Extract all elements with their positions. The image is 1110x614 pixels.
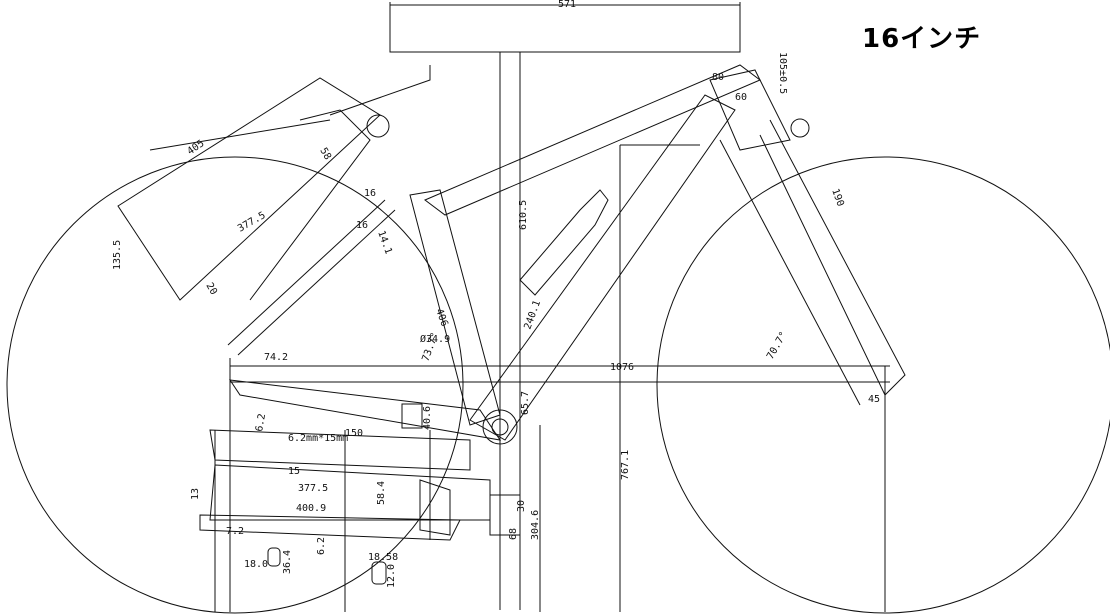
head-tube (709, 69, 791, 151)
dim-stay-150: 150 (345, 428, 363, 439)
dim-head-80: 80 (712, 72, 724, 83)
dim-stay-62b: 6.2 (316, 537, 327, 555)
dim-bb-767: 767.1 (620, 450, 631, 480)
dim-seat-dia: Ø34.9 (420, 333, 450, 345)
dim-seat-tube-14: 14.1 (375, 229, 394, 255)
dim-bb-65: 65.7 (520, 391, 531, 415)
seat-tube (409, 189, 501, 426)
dim-rack-16a: 16 (364, 188, 376, 199)
dim-head-tol: 105±0.5 (777, 52, 788, 94)
dim-seat-tube-406: 406 (433, 307, 450, 328)
dim-rack-135: 135.5 (112, 240, 123, 270)
down-tube (469, 94, 736, 441)
dim-stay-30: 30 (516, 500, 527, 512)
dim-seat-610: 610.5 (518, 200, 529, 230)
dim-stay-62: 6.2 (254, 413, 268, 433)
dim-stay-7: 7.2 (226, 526, 244, 537)
chain-stay (228, 379, 502, 441)
dim-small-12: 12.0 (386, 564, 397, 588)
dim-stay-304: 304.6 (530, 510, 541, 540)
dim-stay-400: 400.9 (296, 503, 326, 514)
dim-rack-58: 58 (317, 146, 333, 162)
dim-head-angle: 70.7° (765, 330, 790, 362)
dim-small-185: 18.58 (368, 552, 398, 563)
dim-small-18: 18.0 (244, 559, 268, 570)
dim-small-36: 36.4 (282, 550, 293, 574)
dim-stay-15: 15 (288, 466, 300, 477)
top-tube (424, 64, 761, 216)
rear-wheel (6, 156, 464, 614)
fork (759, 119, 906, 396)
dim-down-240: 240.1 (522, 299, 543, 331)
dim-stay-377: 377.5 (298, 483, 328, 494)
dim-rack-20: 20 (203, 281, 219, 297)
water-bottle (519, 189, 609, 296)
stay-detail (209, 429, 471, 471)
dim-rack-377: 377.5 (236, 210, 268, 235)
dim-stay-58: 58.4 (376, 481, 387, 505)
dim-chain-74: 74.2 (264, 352, 288, 363)
dim-slot: 6.2mm*15mm (288, 433, 348, 444)
front-wheel (656, 156, 1110, 614)
dim-fork-190: 190 (829, 187, 846, 208)
top-dimension-box (389, 2, 741, 53)
bottom-bracket (482, 409, 518, 445)
dim-stay-13: 13 (190, 488, 201, 500)
dim-rack-16b: 16 (356, 220, 368, 231)
dim-wheelbase: 1076 (610, 362, 634, 373)
dim-stay-68: 68 (508, 528, 519, 540)
dim-fork-45: 45 (868, 394, 880, 405)
dim-top-length: 571 (558, 0, 576, 10)
frame-size-title: 16インチ (862, 24, 982, 54)
dim-head-60: 60 (735, 92, 747, 103)
dim-stay-40: 40.6 (422, 406, 433, 430)
